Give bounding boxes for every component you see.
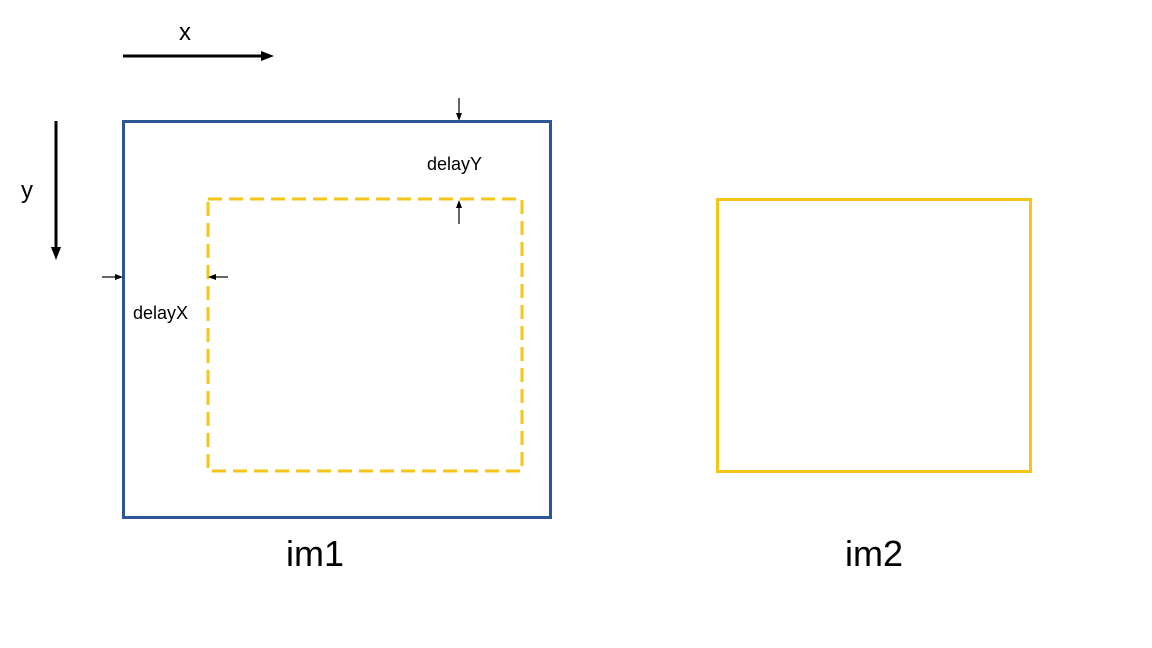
im1-frame: [122, 120, 552, 519]
x-axis-label: x: [179, 19, 191, 46]
delay-x-left-arrow: [102, 274, 123, 280]
delay-x-label: delayX: [133, 303, 188, 323]
delay-y-top-arrow: [456, 98, 462, 121]
delay-y-bottom-arrow: [456, 200, 462, 224]
y-axis-arrow: [51, 121, 61, 260]
x-axis-arrow: [123, 51, 274, 61]
im1-label: im1: [286, 533, 344, 574]
delay-y-label: delayY: [427, 154, 482, 174]
im2-label: im2: [845, 533, 903, 574]
overlap-region: [206, 197, 524, 473]
im2-frame: [716, 198, 1032, 473]
y-axis-label: y: [21, 177, 33, 204]
delay-x-right-arrow: [208, 274, 228, 280]
